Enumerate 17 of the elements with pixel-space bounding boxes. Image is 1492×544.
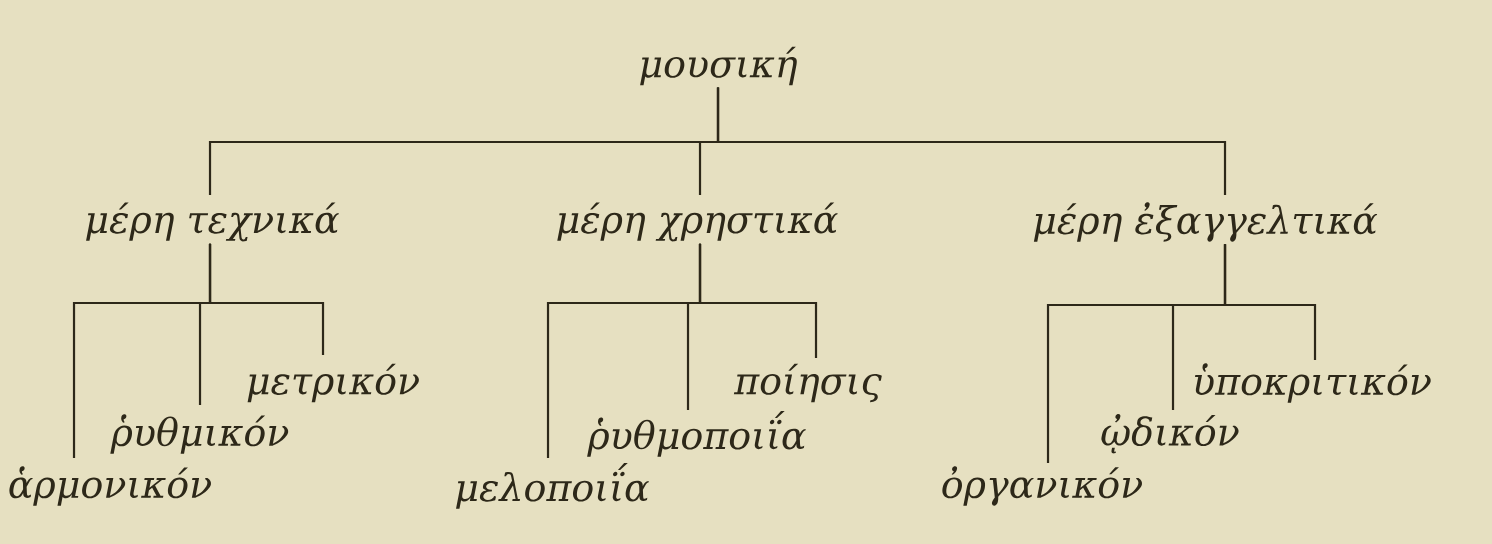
term-label: μέρη ἐξαγγελτικά: [1033, 202, 1378, 242]
term-label: μουσική: [640, 46, 797, 86]
term-label: ὑποκριτικόν: [1194, 363, 1431, 403]
term-label: ῥυθμοποιΐα: [587, 411, 806, 457]
tree-connector: [1223, 244, 1317, 360]
term-label: μετρικόν: [247, 363, 419, 403]
term-label: ἁρμονικόν: [9, 466, 211, 506]
term-label: ᾠδικόν: [1101, 413, 1239, 454]
term-label: μέρη τεχνικά: [86, 202, 339, 242]
term-label: μελοποιΐα: [456, 463, 649, 509]
tree-connector: [698, 243, 818, 358]
term-label: ποίησις: [733, 363, 882, 403]
term-label: ὀργανικόν: [942, 466, 1143, 506]
term-label: ῥυθμικόν: [110, 414, 289, 454]
tree-connector: [716, 87, 1227, 195]
term-label: μέρη χρηστικά: [557, 202, 838, 242]
tree-connector: [208, 243, 325, 355]
